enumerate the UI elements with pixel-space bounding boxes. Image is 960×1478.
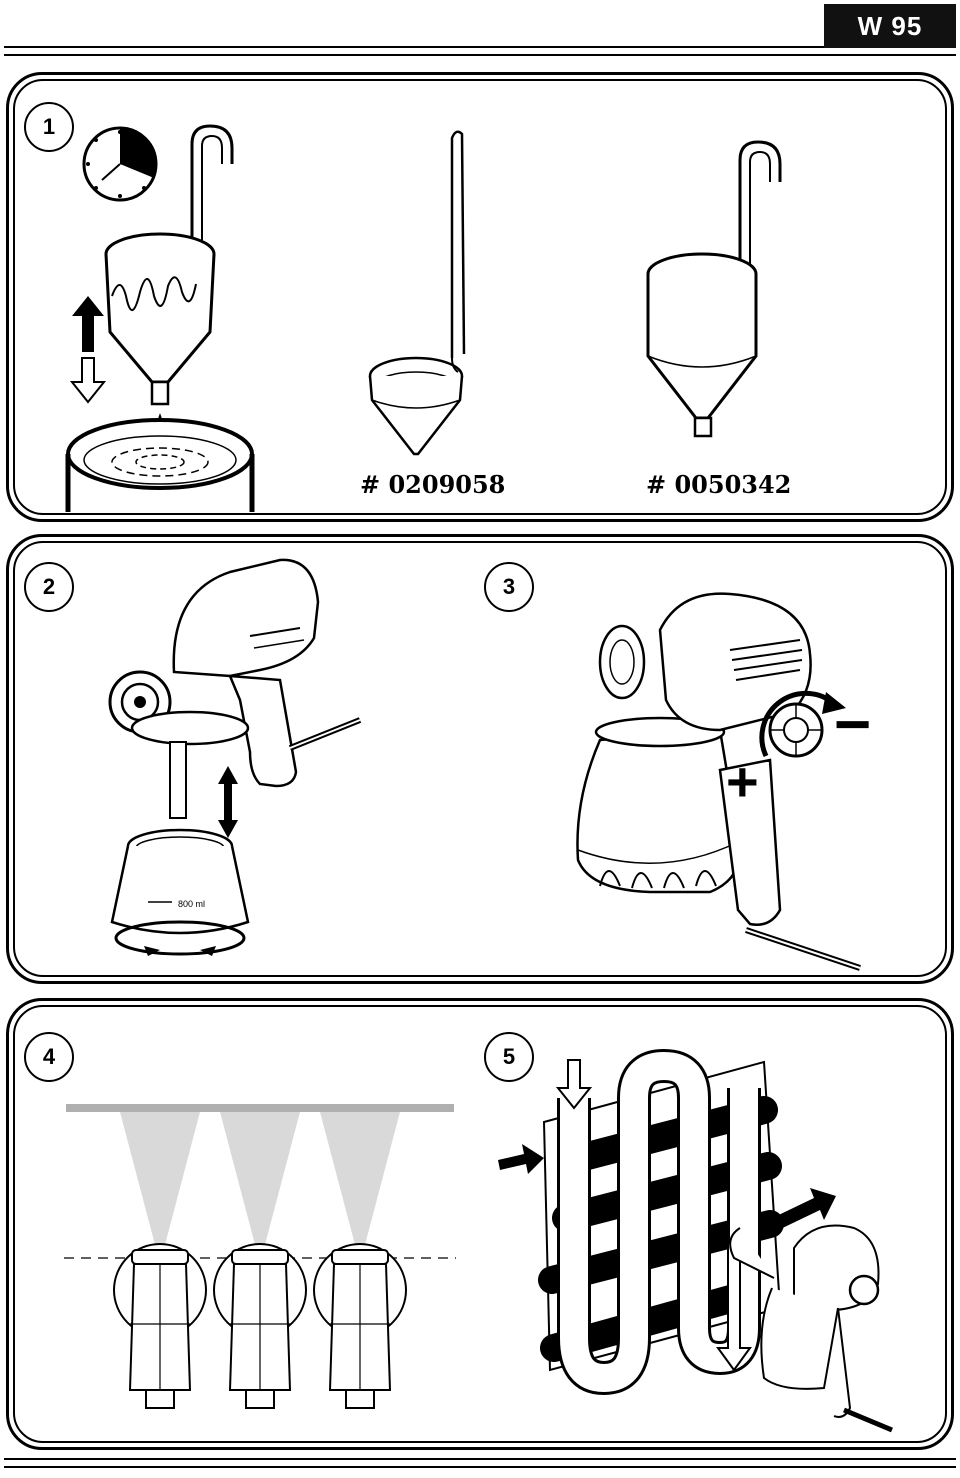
step-2-badge: 2 (24, 562, 74, 612)
part-number-0050342: # 0050342 (646, 470, 792, 499)
step-5-badge: 5 (484, 1032, 534, 1082)
footer-rule-bottom (4, 1466, 956, 1468)
rotate-arrows-icon (114, 920, 246, 956)
plus-symbol: + (726, 750, 759, 813)
step-5-number: 5 (502, 1044, 516, 1069)
panel-steps-2-3 (6, 534, 954, 984)
up-down-arrow-icon (69, 296, 107, 404)
panel-step-1-frame (13, 79, 947, 515)
step-1-number: 1 (42, 114, 56, 139)
rotate-arrow-icon (759, 690, 846, 758)
attach-container-illustration: 800 ml (108, 558, 362, 956)
header-rule-top (4, 46, 956, 48)
cup-marking: 800 ml (178, 899, 205, 909)
step-3-badge: 3 (484, 562, 534, 612)
footer-rule-top (4, 1458, 956, 1460)
part-number-0209058: # 0209058 (360, 470, 506, 499)
up-down-arrow-icon (218, 766, 238, 838)
viscosity-cup-illustration (368, 130, 466, 456)
model-badge: W 95 (824, 4, 956, 48)
step-2-number: 2 (42, 574, 56, 599)
step-4-number: 4 (42, 1044, 56, 1069)
panel-step-1 (6, 72, 954, 522)
funnel-cup-illustration (646, 140, 782, 438)
panel-steps-4-5 (6, 998, 954, 1450)
spray-distance-illustration (64, 1104, 456, 1409)
step-1-badge: 1 (24, 102, 74, 152)
panel-steps-4-5-frame (13, 1005, 947, 1443)
model-label: W 95 (857, 10, 923, 41)
step-3-number: 3 (502, 574, 516, 599)
spray-pattern-illustration (498, 1049, 893, 1433)
adjust-flow-illustration (576, 592, 861, 971)
header-rule-bottom (4, 54, 956, 56)
step-4-badge: 4 (24, 1032, 74, 1082)
viscosity-test-illustration (65, 124, 255, 512)
panel-steps-2-3-frame (13, 541, 947, 977)
minus-symbol: − (834, 688, 872, 760)
clock-icon (82, 126, 158, 202)
